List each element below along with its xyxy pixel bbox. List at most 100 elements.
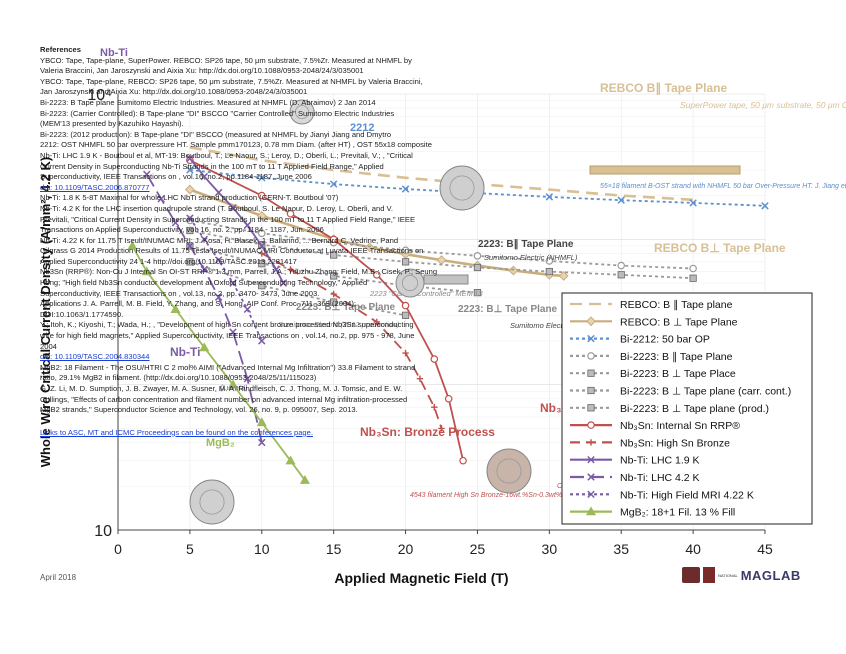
- asc-badge-icon: [703, 567, 715, 583]
- data-point: [258, 174, 266, 182]
- data-point: [587, 421, 595, 429]
- reference-line: Valeria Braccini, Jan Jaroszynski and Ai…: [40, 66, 364, 76]
- data-point: [143, 170, 151, 179]
- data-point: [401, 258, 410, 266]
- reference-line: G. Z. Li, M. D. Sumption, J. B. Zwayer, …: [40, 384, 403, 393]
- reference-line: Superconductivity, IEEE Transactions on …: [40, 172, 312, 182]
- data-point: [258, 250, 265, 257]
- data-point: [761, 202, 769, 210]
- x-tick-label: 45: [757, 541, 773, 557]
- data-point: [256, 417, 267, 427]
- data-point: [200, 172, 208, 181]
- conferences-link[interactable]: Links to ASC, MT and ICMC Proceedings ca…: [40, 427, 313, 437]
- reference-line[interactable]: doi: 10.1109/TASC.2004.830344: [40, 352, 150, 362]
- data-point: [330, 290, 337, 298]
- series-line: [189, 229, 694, 280]
- reference-line: Current Density in Superconducting Nb-Ti…: [40, 161, 384, 171]
- x-tick-label: 30: [542, 541, 558, 557]
- data-point: [587, 334, 595, 343]
- data-point: [545, 193, 554, 201]
- reference-line: Nb3Sn (RRP®): Non-Cu J Internal Sn OI-ST…: [40, 267, 438, 277]
- reference-line: wire for high field magnets," Applied Su…: [40, 331, 415, 341]
- strand-cross-section-icon: [486, 448, 532, 494]
- data-point: [257, 229, 266, 238]
- fsu-badge-icon: [682, 567, 700, 583]
- data-point: [243, 305, 252, 314]
- strand-cross-section-icon: [401, 274, 419, 292]
- data-point: [258, 260, 266, 268]
- data-point: [330, 272, 338, 280]
- data-point: [285, 455, 296, 465]
- chart-annotation: 2223: B∥ Tape Plane: [478, 239, 574, 250]
- reference-line: Y.; Itoh, K.; Kiyoshi, T.; Wada, H.; , "…: [40, 320, 414, 330]
- data-point: [373, 318, 380, 326]
- chart-annotation: 4543 filament High Sn Bronze-16wt.%Sn-0.…: [410, 492, 649, 499]
- data-point: [587, 369, 595, 377]
- reference-line: Hong; "High field Nb3Sn conductor develo…: [40, 278, 368, 288]
- reference-line: Applied Superconductivity 24 1-4 http://…: [40, 256, 297, 266]
- reference-line: ratio, 29.1% MgB2 in filament. (http://d…: [40, 373, 317, 383]
- data-point: [617, 271, 625, 279]
- legend-label: REBCO: B ∥ Tape plane: [620, 299, 733, 311]
- reference-line: Collings, "Effects of carbon concentrati…: [40, 394, 408, 404]
- y-axis-title: Whole Wire Critical Current Density (A/m…: [38, 157, 53, 468]
- data-point: [184, 184, 195, 195]
- series: [143, 170, 266, 447]
- data-point: [186, 242, 194, 250]
- x-tick-label: 10: [254, 541, 270, 557]
- legend-label: Nb-Ti: High Field MRI 4.22 K: [620, 489, 754, 501]
- reference-line: YBCO: Tape, Tape-plane, REBCO: SP26 tape…: [40, 76, 423, 86]
- series-line: [189, 188, 564, 278]
- series-line: [131, 245, 306, 481]
- data-point: [587, 455, 595, 464]
- data-point: [229, 328, 237, 336]
- data-point: [141, 266, 152, 276]
- chart-annotation: Nb₃Sn: Bronze Process: [360, 425, 495, 439]
- data-point: [227, 379, 239, 389]
- data-point: [199, 342, 210, 352]
- data-point: [473, 289, 482, 297]
- bi2223-tape-icon: [423, 274, 469, 285]
- data-point: [473, 252, 482, 260]
- data-point: [214, 188, 223, 197]
- legend-label: Bi-2212: 50 bar OP: [620, 334, 710, 346]
- chart-annotation: Sumitomo Electric (NHMFL): [510, 321, 604, 330]
- rebco-tape-icon: [589, 165, 741, 175]
- x-tick-label: 0: [114, 541, 122, 557]
- data-point: [186, 226, 194, 235]
- data-point: [508, 265, 519, 276]
- data-point: [617, 196, 625, 204]
- series: [186, 214, 266, 345]
- data-point: [689, 264, 697, 273]
- x-axis-title: Applied Magnetic Field (T): [334, 570, 508, 586]
- reference-line: Bi-2223: (Carrier Controlled): B Tape-pl…: [40, 108, 395, 118]
- data-point: [257, 191, 266, 200]
- reference-line: (MEM'13 presented by Kazuhiko Hayashi).: [40, 119, 184, 129]
- data-point: [171, 219, 180, 227]
- x-tick-label: 20: [398, 541, 414, 557]
- data-point: [286, 209, 295, 218]
- chart-annotation: Nb-Ti: [170, 345, 200, 359]
- series: [127, 240, 310, 484]
- legend-label: REBCO: B ⊥ Tape Plane: [620, 316, 738, 328]
- strand-cross-section-icon: [294, 105, 309, 120]
- data-point: [587, 490, 595, 499]
- reference-line: 2004: [40, 341, 57, 351]
- data-point: [287, 266, 294, 273]
- logo-text: MAGLAB: [740, 567, 801, 583]
- strand-cross-section-icon: [189, 479, 235, 525]
- data-point: [431, 403, 438, 411]
- data-point: [473, 263, 482, 272]
- reference-line[interactable]: doi: 10.1109/TASC.2006.870777: [40, 182, 150, 192]
- x-tick-label: 5: [186, 541, 194, 557]
- chart-annotation: SuperPower tape, 50 μm substrate, 50 μm …: [680, 100, 846, 110]
- data-point: [617, 261, 626, 270]
- data-point: [299, 475, 310, 484]
- data-point: [186, 166, 194, 174]
- legend-label: Bi-2223: B ⊥ Tape plane (carr. cont.): [620, 386, 791, 398]
- chart-annotation: 55×18 filament B-OST strand with NHMFL 5…: [600, 183, 846, 190]
- data-point: [329, 180, 338, 188]
- data-point: [430, 355, 439, 363]
